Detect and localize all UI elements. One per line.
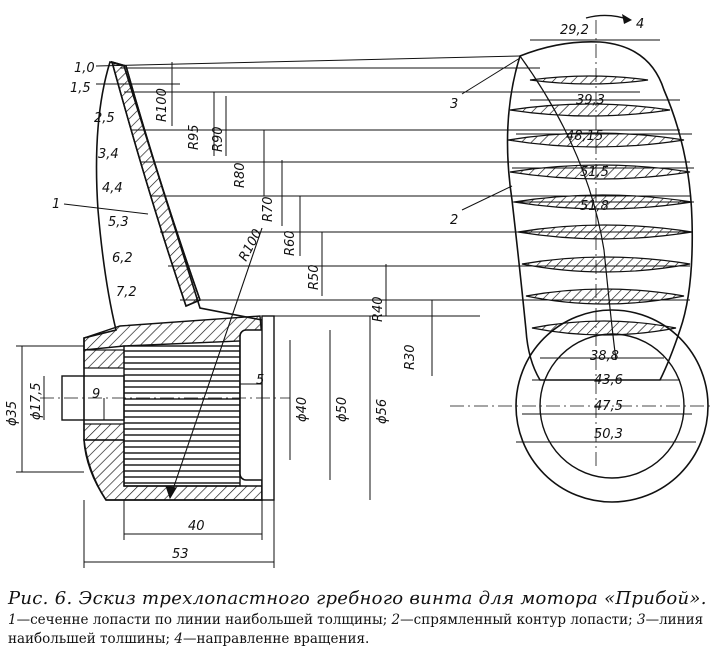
legend-num: 2 <box>391 612 401 628</box>
hub-section <box>40 227 290 501</box>
chord-label: 47,5 <box>594 399 623 414</box>
developed-blade-contour <box>450 20 710 503</box>
dim-d40: ϕ40 <box>295 397 310 422</box>
radius-label: R90 <box>211 126 226 152</box>
legend-num: 4 <box>174 631 183 647</box>
radius-label: R95 <box>187 124 202 150</box>
legend-text: —линия наибольшей толшины; <box>8 612 704 647</box>
chord-label: 43,6 <box>594 373 623 388</box>
thickness-label: 5,3 <box>108 215 129 230</box>
hub-dimensions <box>16 316 371 568</box>
chord-label: 29,2 <box>560 23 589 38</box>
chord-label: 51,8 <box>580 199 609 214</box>
legend-num: 1 <box>8 612 17 628</box>
caption-legend: 1—сеченне лопасти по линии наибольшей то… <box>8 611 720 649</box>
legend-text: —сеченне лопасти по линии наибольшей тол… <box>16 612 388 628</box>
thickness-labels: 1,0 1,5 2,5 3,4 4,4 5,3 6,2 7,2 <box>70 61 137 300</box>
chord-label: 39,3 <box>576 93 605 108</box>
radius-label: R30 <box>403 344 418 370</box>
chord-label: 51,5 <box>580 165 609 180</box>
chord-dims <box>512 39 696 443</box>
propeller-sketch: 1,0 1,5 2,5 3,4 4,4 5,3 6,2 7,2 R100 R <box>5 14 710 568</box>
dim-len40: 40 <box>188 519 205 534</box>
chord-label: 50,3 <box>594 427 623 442</box>
thickness-label: 6,2 <box>112 251 133 266</box>
legend-num: 3 <box>636 612 646 628</box>
thickness-label: 1,0 <box>74 61 95 76</box>
callout-1: 1 <box>52 197 60 212</box>
callout-4: 4 <box>636 17 644 32</box>
dim-5: 5 <box>256 373 264 388</box>
legend-text: —спрямленный контур лопасти; <box>400 612 633 628</box>
caption-title: Рис. 6. Эскиз трехлопастного гребного ви… <box>8 588 707 609</box>
spline-knurl <box>123 345 241 487</box>
radius-label: R60 <box>283 230 298 256</box>
dim-d50: ϕ50 <box>335 397 350 422</box>
radius-label: R70 <box>261 196 276 222</box>
radius-label: R80 <box>233 162 248 188</box>
thickness-label: 3,4 <box>98 147 119 162</box>
chord-label: 48,15 <box>566 129 603 144</box>
radius-lines <box>171 62 433 376</box>
dim-d17-5: ϕ17,5 <box>29 382 44 420</box>
hub-dim-labels: ϕ35 ϕ17,5 9 5 ϕ40 ϕ50 ϕ56 40 53 <box>5 373 390 562</box>
dim-9: 9 <box>92 387 100 402</box>
callout-2: 2 <box>450 213 458 228</box>
thickness-label: 4,4 <box>102 181 123 196</box>
radius-label: R50 <box>307 264 322 290</box>
callout-3: 3 <box>450 97 458 112</box>
radius-label: R100 <box>155 88 170 122</box>
dim-d56: ϕ56 <box>375 399 390 424</box>
dim-d35: ϕ35 <box>5 401 20 426</box>
figure-caption: Рис. 6. Эскиз трехлопастного гребного ви… <box>8 588 720 649</box>
thickness-label: 2,5 <box>94 111 115 126</box>
radius-label: R40 <box>371 296 386 322</box>
legend-text: —направленне вращения. <box>182 631 370 647</box>
thickness-label: 1,5 <box>70 81 91 96</box>
dim-len53: 53 <box>172 547 189 562</box>
thickness-label: 7,2 <box>116 285 137 300</box>
chord-label: 38,8 <box>590 349 619 364</box>
chord-labels: 29,2 39,3 48,15 51,5 51,8 38,8 43,6 47,5… <box>560 23 623 442</box>
